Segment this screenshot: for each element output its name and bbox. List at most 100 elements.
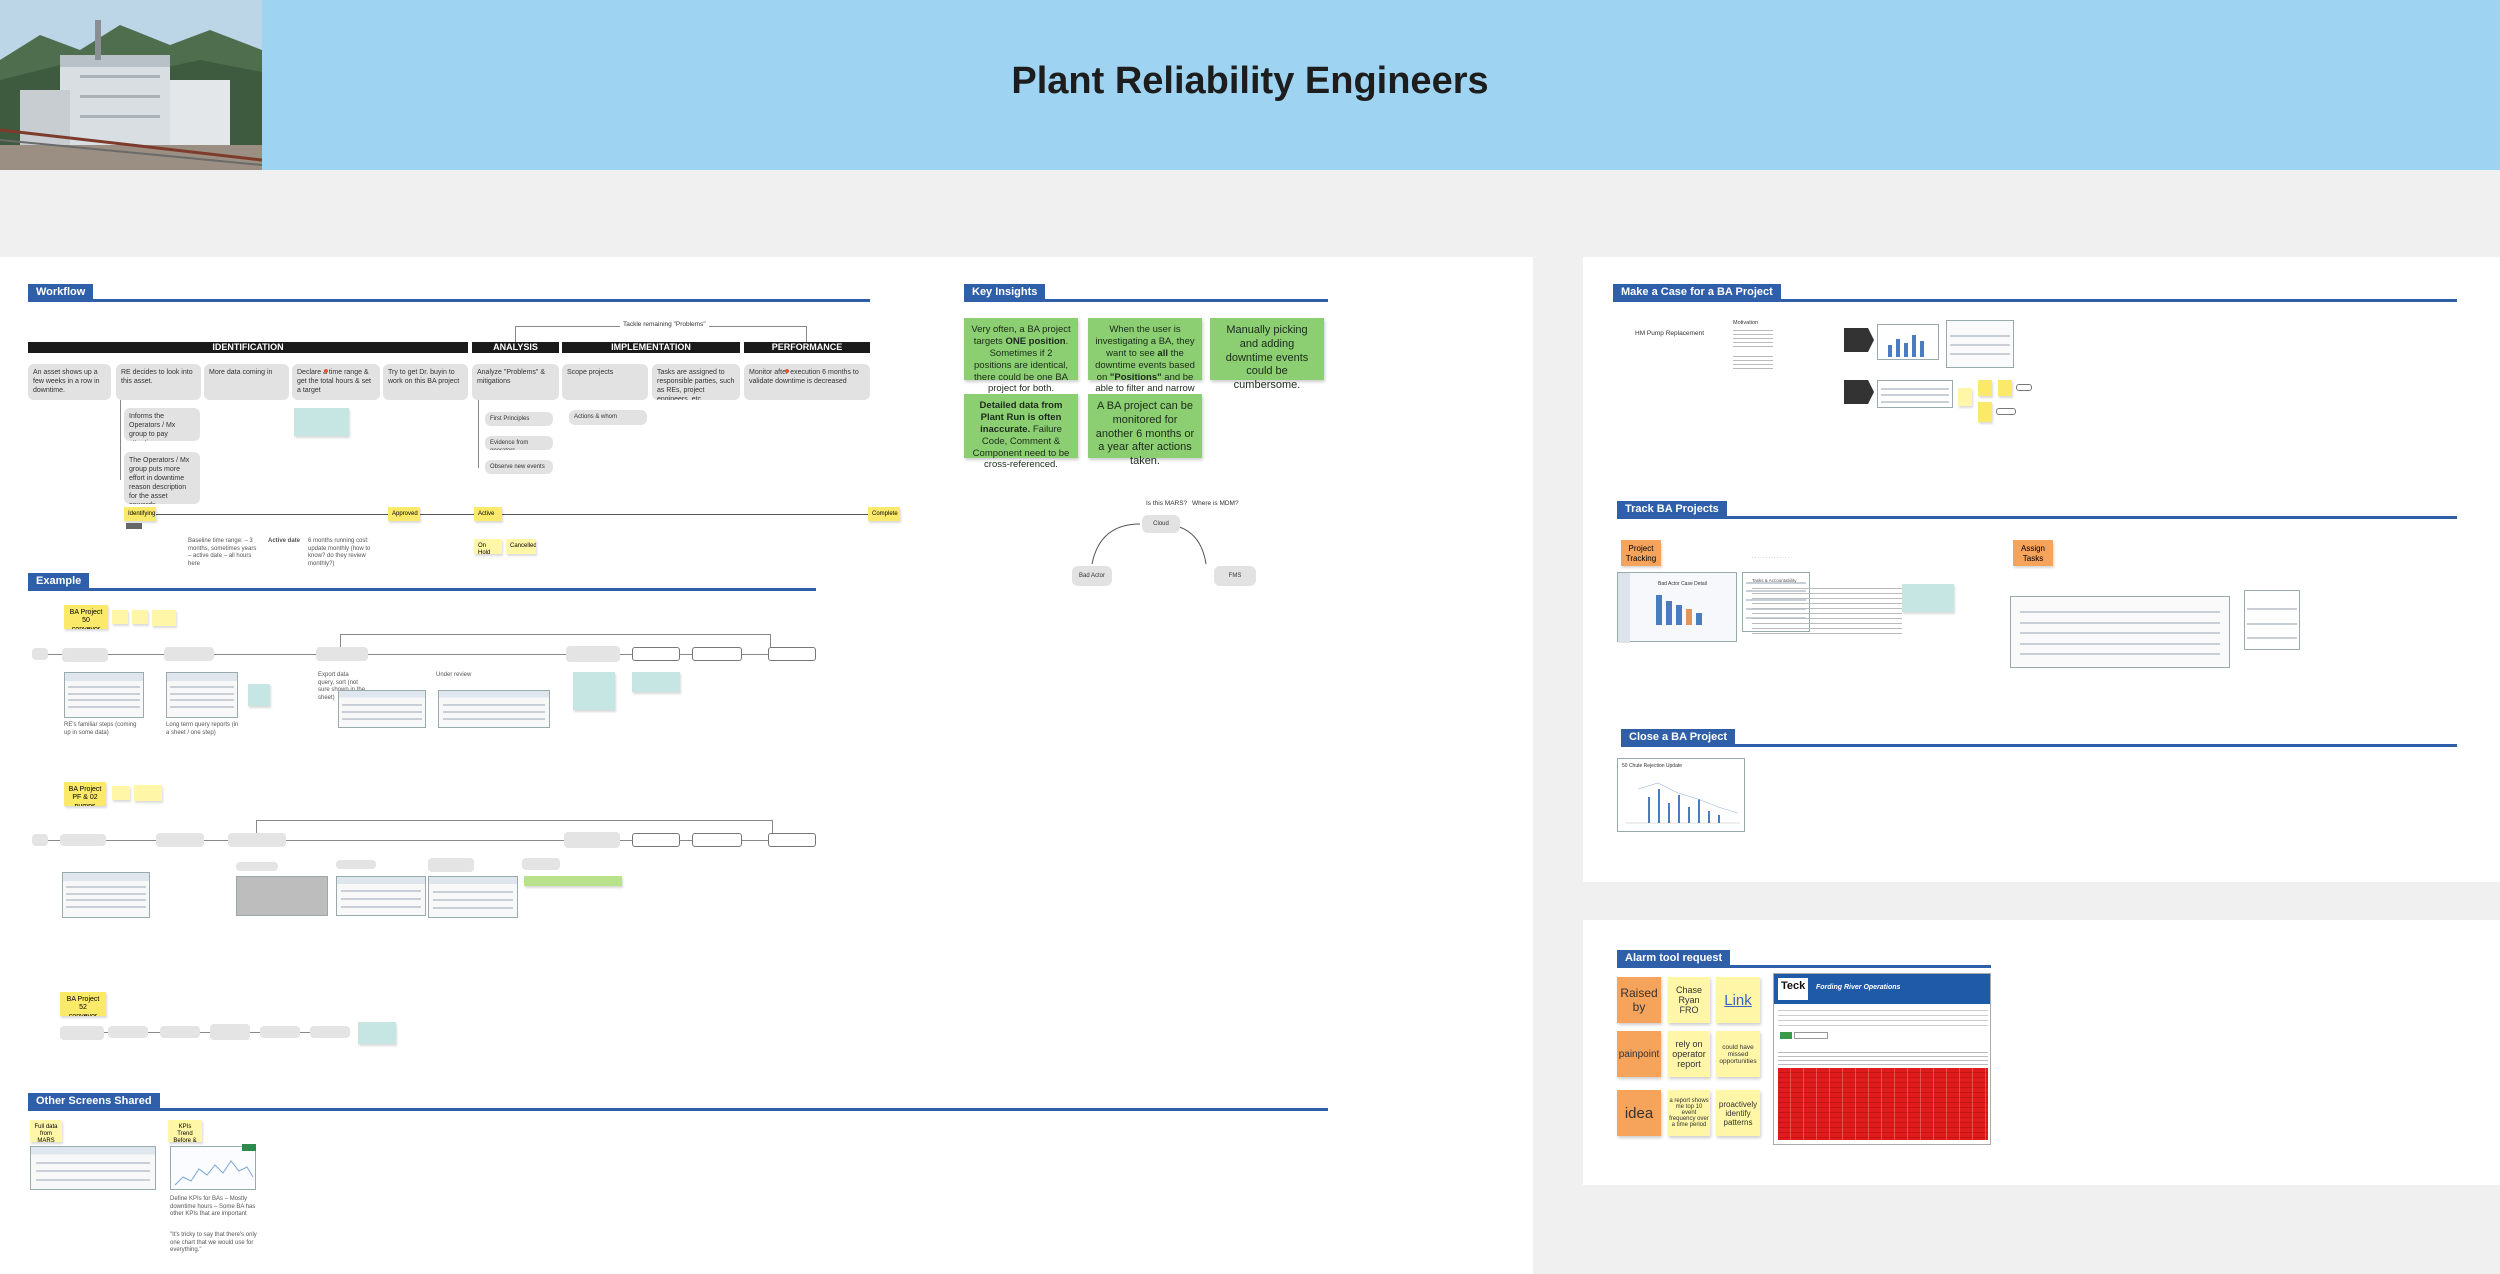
flow-node xyxy=(60,834,106,846)
filter-button[interactable] xyxy=(1780,1032,1792,1039)
section-alarm: Alarm tool request xyxy=(1617,950,1731,967)
flow-node xyxy=(228,833,286,847)
connector xyxy=(478,400,479,468)
note-title: Tasks & Accountability xyxy=(1752,578,1797,583)
case-item: HM Pump Replacement xyxy=(1635,330,1704,337)
flow-node xyxy=(566,646,620,662)
alarm-link[interactable]: Link xyxy=(1716,977,1760,1023)
chart-title: 50 Chute Rejection Update xyxy=(1622,763,1682,769)
chart-title: Bad Actor Case Detail xyxy=(1658,581,1707,587)
flow-loop xyxy=(340,634,770,635)
sticky-note: KPIs Trend Before & After xyxy=(168,1120,202,1142)
step-card: Informs the Operators / Mx group to pay … xyxy=(124,408,200,441)
connector xyxy=(120,400,121,480)
phase-performance-monitoring: PERFORMANCE MONITORING xyxy=(744,342,870,363)
alarm-painpoint: painpoint xyxy=(1617,1031,1661,1077)
flow-node xyxy=(164,647,214,661)
text-lines xyxy=(1752,588,1902,638)
diagram-node-fms: FMS xyxy=(1214,566,1256,586)
sticky-assign-tasks: Assign Tasks xyxy=(2013,540,2053,566)
teck-logo: Teck xyxy=(1778,978,1808,1000)
comment-note xyxy=(573,672,615,710)
diagram-node-bad-actor: Bad Actor xyxy=(1072,566,1112,586)
loop-label: Tackle remaining "Problems" xyxy=(620,321,709,330)
text-lines xyxy=(1733,356,1773,370)
section-track: Track BA Projects xyxy=(1617,501,1727,518)
flow-node xyxy=(260,1026,300,1038)
flow-node xyxy=(62,648,108,662)
screenshot xyxy=(62,872,150,918)
flow-node xyxy=(692,833,742,847)
make-case-divider xyxy=(1613,299,2457,302)
flow-node xyxy=(2016,384,2032,391)
screenshot xyxy=(428,876,518,918)
flow-node xyxy=(236,862,278,871)
screenshot xyxy=(1946,320,2014,368)
step-card: Scope projects xyxy=(562,364,648,400)
main-board xyxy=(0,257,1533,1274)
flow-line xyxy=(60,1032,350,1033)
step-card: An asset shows up a few weeks in a row i… xyxy=(28,364,111,400)
status-on-hold: On Hold xyxy=(474,539,502,554)
alarm-idea-detail: a report shows me top 10 event frequency… xyxy=(1668,1090,1710,1136)
step-card: Declare a time range & get the total hou… xyxy=(292,364,380,400)
section-key-insights: Key Insights xyxy=(964,284,1046,301)
flow-loop xyxy=(772,820,773,840)
pin-icon xyxy=(785,369,789,373)
sticky-note xyxy=(152,610,176,626)
caption: RE's familiar steps (coming up in some d… xyxy=(64,722,137,736)
comment-note xyxy=(632,672,680,692)
flow-node xyxy=(32,648,48,660)
flow-node xyxy=(310,1026,350,1038)
insight-card: When the user is investigating a BA, the… xyxy=(1088,318,1202,406)
note: Active date xyxy=(268,538,301,544)
section-make-case: Make a Case for a BA Project xyxy=(1613,284,1781,301)
alarm-painpoint-detail: rely on operator report xyxy=(1668,1031,1710,1077)
step-card: The Operators / Mx group puts more effor… xyxy=(124,452,200,504)
alarm-app-screenshot: Teck Fording River Operations xyxy=(1773,973,1991,1145)
note: Define KPIs for BAs – Mostly downtime ho… xyxy=(170,1196,256,1217)
alarm-idea-benefit: proactively identify patterns xyxy=(1716,1090,1760,1136)
status-identifying: Identifying xyxy=(124,507,156,521)
insight-card: Detailed data from Plant Run is often in… xyxy=(964,394,1078,470)
step-card: More data coming in xyxy=(204,364,289,400)
arrow-node xyxy=(1844,380,1874,404)
screenshot xyxy=(438,690,550,728)
flow-node xyxy=(428,858,474,872)
close-divider xyxy=(1621,744,2457,747)
alarm-divider xyxy=(1617,965,1991,968)
sticky-project-tracking: Project Tracking xyxy=(1621,540,1661,566)
sticky-note xyxy=(1978,402,1992,422)
key-insights-divider xyxy=(964,299,1328,302)
sticky-note xyxy=(132,610,148,624)
note: · · · · · · · · · · · · · · xyxy=(1752,555,1790,560)
insight-card: A BA project can be monitored for anothe… xyxy=(1088,394,1202,467)
table-header xyxy=(1778,1052,1988,1066)
phase-analysis: ANALYSIS xyxy=(472,342,559,353)
status-approved: Approved xyxy=(388,507,420,521)
note: 6 months running cost: update monthly (h… xyxy=(308,538,371,567)
question: Is this MARS? xyxy=(1146,500,1188,507)
highlight-bar xyxy=(524,876,622,886)
filter-input[interactable] xyxy=(1794,1032,1828,1039)
comment-note xyxy=(294,408,349,436)
alarm-reporter: Chase Ryan FRO xyxy=(1668,977,1710,1023)
project-label: BA Project 50 conveyor xyxy=(64,605,108,629)
step-card: Evidence from operators xyxy=(485,436,553,450)
pin-icon xyxy=(324,369,328,373)
flow-node xyxy=(60,1026,104,1040)
flow-node xyxy=(316,647,368,661)
app-header xyxy=(1774,974,1990,1004)
step-card: Observe new events xyxy=(485,460,553,474)
step-card: RE decides to look into this asset. xyxy=(116,364,201,400)
caption: Under review xyxy=(436,672,472,678)
alarm-rows xyxy=(1778,1068,1988,1140)
flow-node xyxy=(336,860,376,869)
plant-photo xyxy=(0,0,262,170)
sticky-note xyxy=(134,785,162,801)
tracking-screenshot: Bad Actor Case Detail xyxy=(1617,572,1737,643)
page-title: Plant Reliability Engineers xyxy=(1011,60,1489,102)
workflow-divider xyxy=(28,299,870,302)
step-card: Actions & whom xyxy=(569,410,647,425)
flow-loop xyxy=(256,820,772,821)
